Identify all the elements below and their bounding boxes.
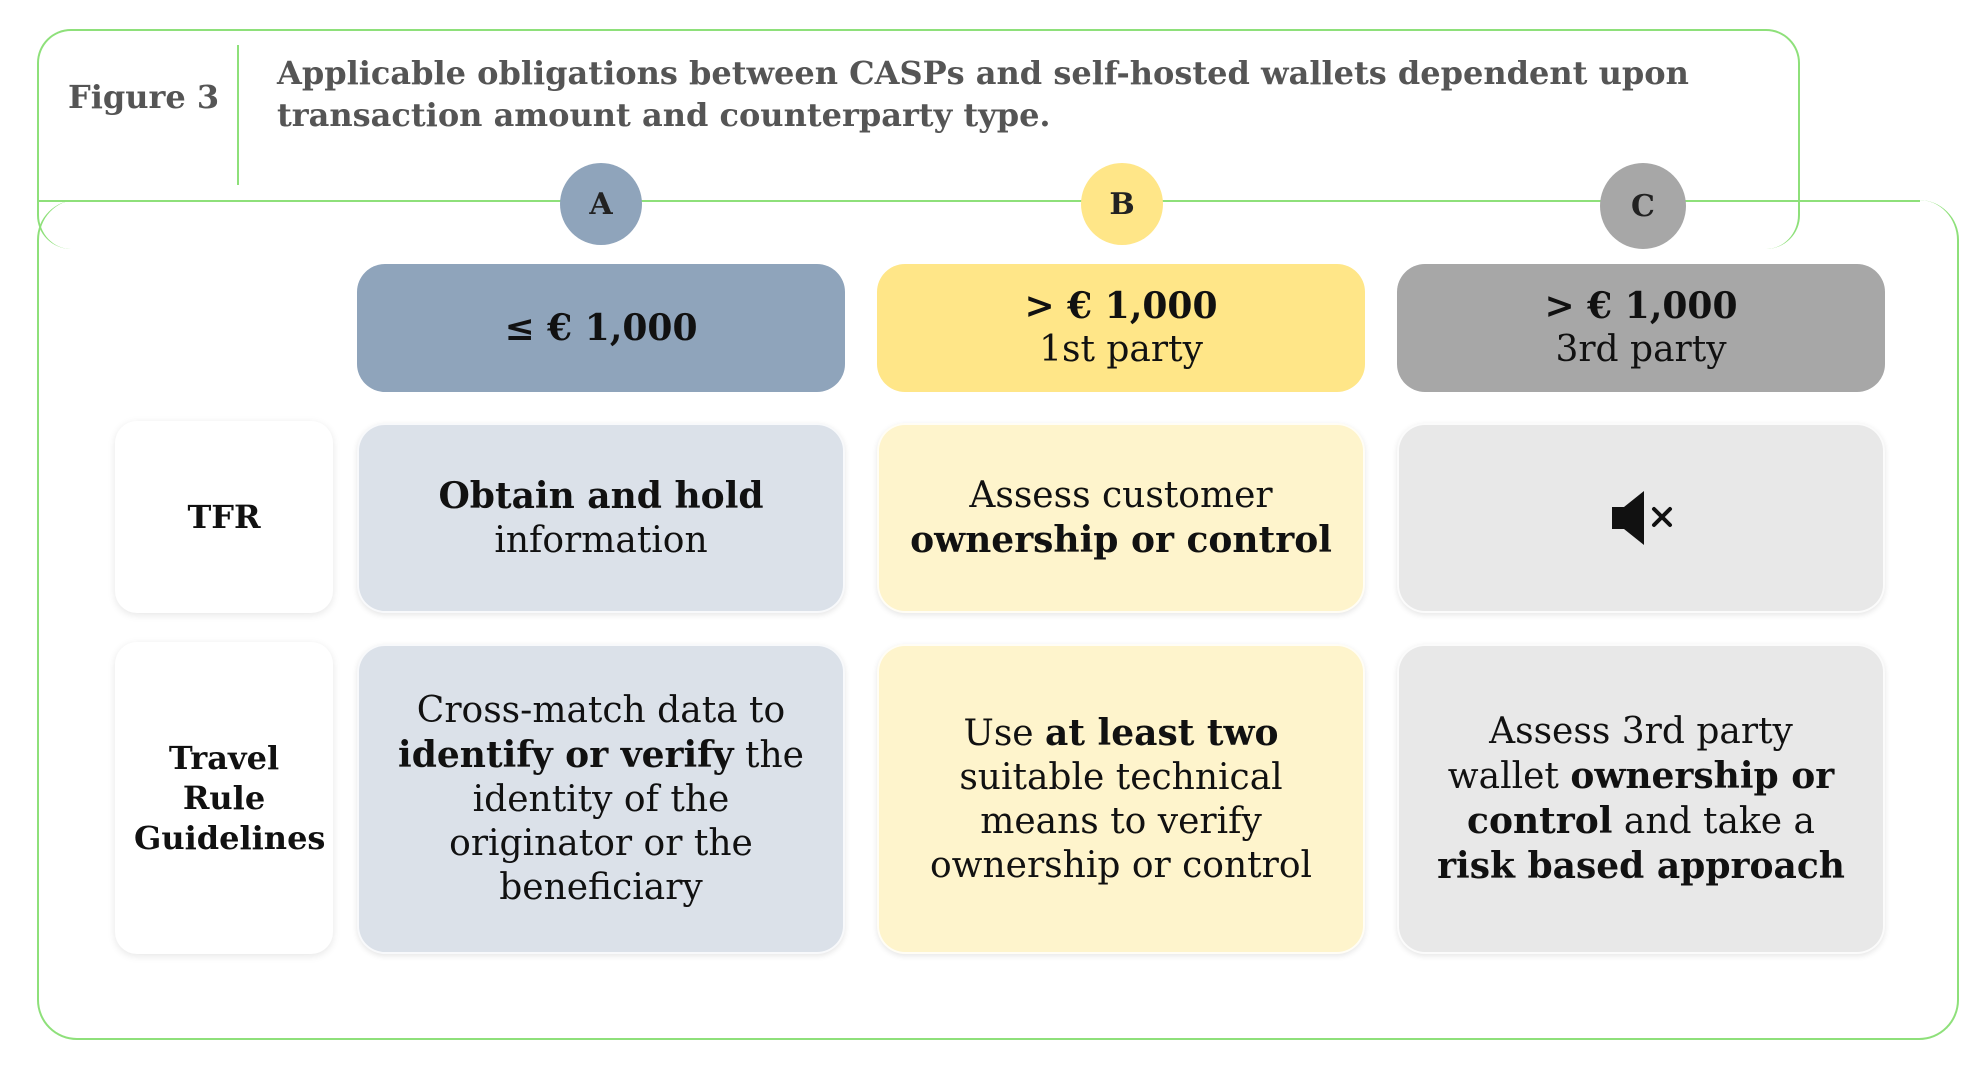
cell-trg-a-line2: identify or verify the <box>398 733 804 776</box>
body-frame <box>37 200 1959 1040</box>
frame-top-line <box>1760 200 1920 202</box>
cell-trg-b: Use at least two suitable technical mean… <box>877 644 1365 954</box>
column-b-circle: B <box>1081 163 1163 245</box>
header-frame <box>37 29 1800 249</box>
cell-trg-b-line3: means to verify <box>980 800 1262 842</box>
column-a-circle: A <box>560 163 642 245</box>
cell-trg-b-line2: suitable technical <box>959 756 1283 798</box>
row-label-travel-rule-guidelines: Travel Rule Guidelines <box>115 642 333 954</box>
column-b-header: > € 1,000 1st party <box>877 264 1365 392</box>
cell-trg-c-line3: control and take a <box>1467 799 1815 842</box>
cell-trg-c-line2: wallet ownership or <box>1447 754 1835 797</box>
row-label-tfr: TFR <box>115 421 333 613</box>
muted-speaker-icon <box>1612 491 1672 545</box>
cell-trg-c-line1: Assess 3rd party <box>1489 710 1793 752</box>
row-label-trg-text: Travel Rule Guidelines <box>134 739 326 857</box>
column-a-letter: A <box>589 186 613 222</box>
cell-trg-a-line1: Cross-match data to <box>416 689 786 731</box>
cell-tfr-a: Obtain and hold information <box>357 423 845 613</box>
cell-trg-a: Cross-match data to identify or verify t… <box>357 644 845 954</box>
cell-trg-a-line5: beneficiary <box>499 866 703 908</box>
header-separator-line <box>37 200 1800 202</box>
column-c-amount: > € 1,000 <box>1544 285 1738 327</box>
cell-tfr-b-line1: Assess customer <box>969 474 1273 516</box>
column-c-letter: C <box>1631 188 1655 224</box>
cell-trg-c-line4: risk based approach <box>1437 844 1845 887</box>
figure-title: Applicable obligations between CASPs and… <box>277 54 1689 134</box>
cell-tfr-a-line2: information <box>494 519 708 561</box>
cell-trg-b-line1: Use at least two <box>963 711 1279 754</box>
cell-trg-c: Assess 3rd party wallet ownership or con… <box>1397 644 1885 954</box>
cell-trg-a-line3: identity of the <box>472 778 730 820</box>
column-a-header: ≤ € 1,000 <box>357 264 845 392</box>
cell-trg-a-line4: originator or the <box>449 822 753 864</box>
figure-divider <box>237 45 239 185</box>
cell-tfr-c <box>1397 423 1885 613</box>
cell-trg-b-line4: ownership or control <box>929 844 1313 886</box>
cell-tfr-b-line2: ownership or control <box>910 518 1332 561</box>
cell-tfr-a-line1: Obtain and hold <box>438 474 764 517</box>
column-b-letter: B <box>1109 186 1135 222</box>
column-c-header: > € 1,000 3rd party <box>1397 264 1885 392</box>
figure-label: Figure 3 <box>68 78 220 116</box>
column-c-party: 3rd party <box>1555 329 1727 370</box>
column-b-party: 1st party <box>1039 329 1203 370</box>
column-b-amount: > € 1,000 <box>1024 285 1218 327</box>
row-label-tfr-text: TFR <box>187 498 261 536</box>
column-a-amount: ≤ € 1,000 <box>504 307 698 349</box>
cell-tfr-b: Assess customer ownership or control <box>877 423 1365 613</box>
column-c-circle: C <box>1600 163 1686 249</box>
